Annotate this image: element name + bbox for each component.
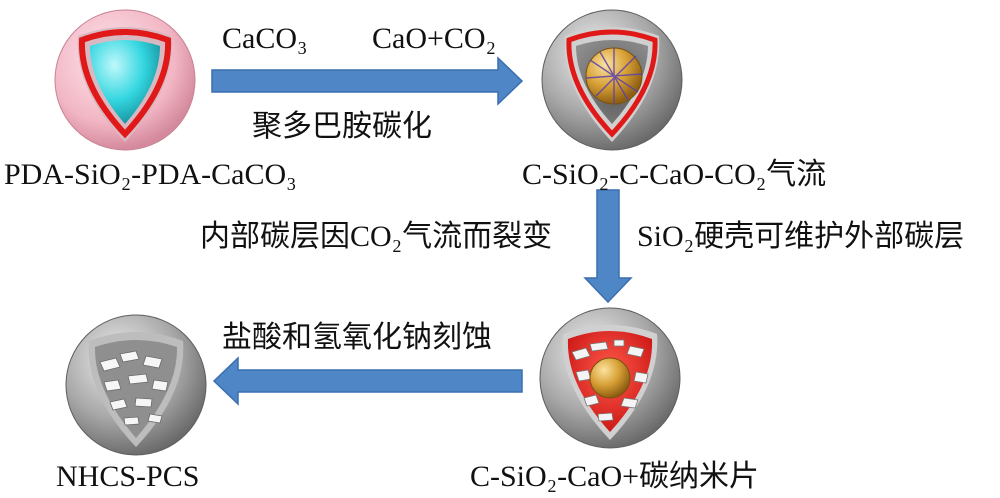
label-sphere1-name: PDA-SiO₂-PDA-CaCO₃ <box>4 158 297 191</box>
label-sphere4-name: NHCS-PCS <box>56 460 200 493</box>
arrow-step-3 <box>212 356 523 406</box>
sphere-nhcs-pcs <box>65 314 207 456</box>
label-step2-left-note: 内部碳层因CO₂气流而裂变 <box>200 220 553 253</box>
arrow-step-1 <box>211 56 524 106</box>
label-reagent-cao-co2: CaO+CO₂ <box>372 22 497 55</box>
sphere-pda-sio2-pda-caco3 <box>54 9 196 151</box>
arrow-step-2 <box>583 189 633 304</box>
sphere-c-sio2-c-cao-co2 <box>541 9 683 151</box>
sphere-c-sio2-cao-nanosheets <box>539 307 681 449</box>
label-reagent-caco3: CaCO₃ <box>222 22 308 55</box>
label-step3-process: 盐酸和氢氧化钠刻蚀 <box>222 321 492 354</box>
label-sphere3-name: C-SiO₂-CaO+碳纳米片 <box>470 460 760 493</box>
label-sphere2-name: C-SiO₂-C-CaO-CO₂气流 <box>522 158 827 191</box>
label-step2-right-note: SiO₂硬壳可维护外部碳层 <box>637 220 965 253</box>
label-step1-process: 聚多巴胺碳化 <box>252 110 432 143</box>
